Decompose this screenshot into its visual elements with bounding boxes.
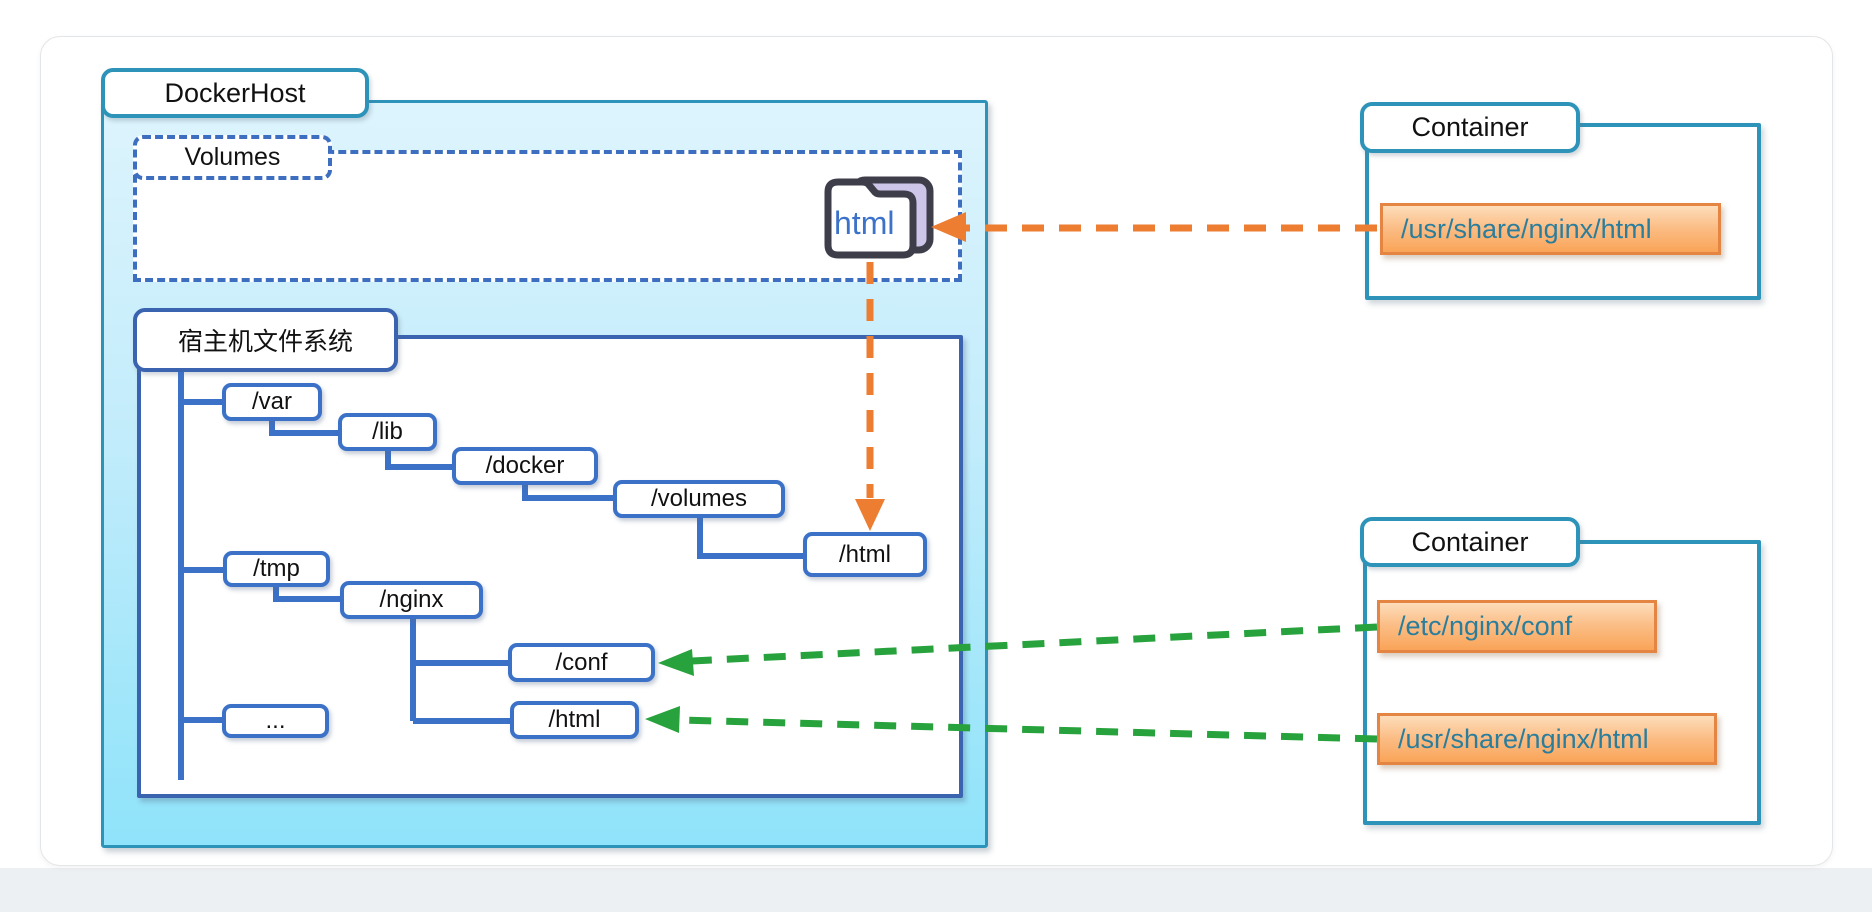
tree-node-html-volume: /html — [803, 532, 927, 577]
container-2-badge-usr-share-nginx-html: /usr/share/nginx/html — [1377, 713, 1717, 765]
container-1-badge-usr-share-nginx-html: /usr/share/nginx/html — [1380, 203, 1721, 255]
tree-node-var: /var — [222, 383, 322, 421]
tree-node-tmp: /tmp — [223, 551, 330, 587]
tree-node-volumes: /volumes — [613, 480, 785, 518]
tree-node-html-nginx: /html — [510, 701, 639, 739]
container-1-label: Container — [1360, 102, 1580, 153]
tree-node-docker: /docker — [452, 447, 598, 485]
tree-node-conf: /conf — [508, 643, 655, 682]
volumes-label: Volumes — [133, 135, 332, 180]
container-2-box — [1363, 540, 1761, 825]
container-2-badge-etc-nginx-conf: /etc/nginx/conf — [1377, 600, 1657, 653]
tree-node-nginx: /nginx — [340, 581, 483, 619]
dockerhost-label: DockerHost — [101, 68, 369, 118]
tree-node-ellipsis: ... — [222, 704, 329, 738]
filesystem-label: 宿主机文件系统 — [133, 308, 398, 372]
tree-node-lib: /lib — [338, 413, 437, 451]
container-2-label: Container — [1360, 517, 1580, 567]
page-bottom-strip — [0, 868, 1872, 912]
